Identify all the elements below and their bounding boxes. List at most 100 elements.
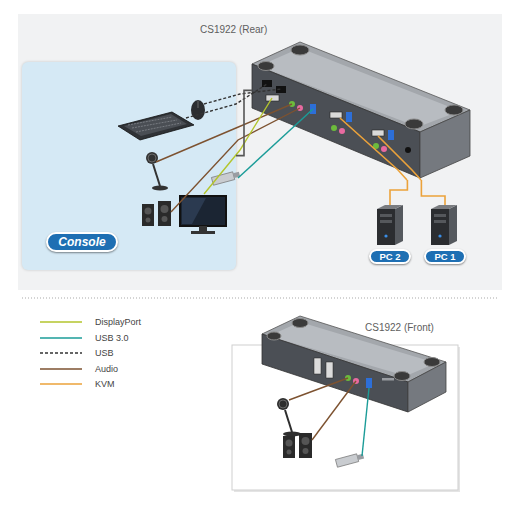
speakers-part: [142, 204, 154, 226]
microphone-part: [148, 154, 156, 162]
speakers-part: [146, 218, 151, 223]
front-ports-part: [366, 378, 372, 388]
kvm-switch: CS1922 (Rear): [252, 20, 474, 180]
legend-row: KVM: [40, 378, 200, 390]
legend-swatch: [40, 333, 86, 343]
legend-row: DisplayPort: [40, 316, 200, 328]
rear-ports-part: [381, 146, 387, 152]
kvm-switch-body-part: [258, 62, 274, 71]
speakers-part: [161, 205, 169, 213]
speakers: [142, 201, 171, 226]
pc-tower-part: [395, 205, 403, 245]
rear-ports-part: [331, 125, 337, 131]
rear-ports-part: [388, 130, 394, 140]
rear-ports-part: [346, 112, 352, 122]
rear-ports-part: [372, 130, 384, 136]
speakers-part: [158, 201, 171, 226]
keyboard-part: [124, 114, 187, 136]
legend-row: USB 3.0: [40, 332, 200, 344]
legend-line-sample: [40, 337, 82, 339]
rear-ports-part: [262, 80, 272, 87]
keyboard-part: [136, 123, 181, 132]
monitor-part: [191, 231, 215, 234]
kvm-switch-body-part: [394, 372, 410, 381]
kvm-switch-body-part: [267, 332, 281, 340]
mouse-part: [191, 100, 205, 120]
pc-tower-part: [380, 220, 392, 223]
rear-ports-part: [330, 112, 342, 118]
front-speakers-part: [302, 437, 310, 445]
keyboard: [118, 112, 194, 140]
front-speakers: [283, 433, 312, 458]
legend-text: USB 3.0: [95, 332, 129, 344]
legend-row: USB: [40, 347, 200, 359]
microphone-part: [153, 164, 160, 186]
pc-tower-node: PC 1: [422, 205, 468, 265]
usb-stick-part: [211, 172, 234, 185]
console-panel: Console: [22, 62, 236, 270]
rear-ports-part: [405, 147, 411, 153]
switch-heading: CS1922 (Rear): [200, 24, 267, 35]
legend-line-sample: [40, 368, 82, 370]
front-ports-part: [345, 375, 351, 381]
front-usb-stick-part: [335, 454, 358, 467]
kvm-switch-body-part: [252, 64, 420, 178]
separator: [22, 298, 498, 299]
pc-tower-part: [380, 214, 392, 217]
front-usb-stick-part: [357, 454, 364, 460]
rear-ports: [262, 80, 411, 153]
pc-tower: [431, 205, 457, 245]
front-microphone-part: [283, 432, 301, 437]
rear-ports-part: [339, 128, 345, 134]
kvm-switch-body-part: [405, 119, 423, 129]
legend-swatch: [40, 364, 86, 374]
microphone-part: [152, 186, 168, 191]
console-cable: [236, 90, 252, 155]
legend-line-sample: [40, 352, 82, 354]
microphone: [146, 152, 168, 191]
kvm-switch: CS1922 (Front): [262, 312, 448, 412]
kvm-switch-body: [252, 42, 470, 178]
microphone-part: [146, 152, 158, 164]
front-ports-part: [382, 378, 394, 381]
speakers-part: [145, 208, 152, 215]
kvm-switch-body-part: [291, 45, 309, 55]
switch-heading: CS1922 (Front): [365, 322, 434, 333]
legend: DisplayPortUSB 3.0USBAudioKVM: [40, 316, 200, 406]
front-microphone-part: [285, 410, 292, 432]
pc-tower-node: PC 2: [368, 205, 412, 265]
pc-tower-part: [434, 220, 446, 223]
usb3-wire: [238, 109, 313, 178]
kvm-wire: [340, 118, 407, 180]
legend-line-sample: [40, 383, 82, 385]
front-ports-part: [353, 378, 359, 384]
rear-ports-part: [266, 95, 279, 101]
front-wires: [289, 378, 369, 456]
front-speakers-part: [299, 433, 312, 458]
audio-wire: [289, 378, 348, 400]
pc-tower-part: [449, 205, 457, 245]
kvm-cable: [390, 180, 407, 205]
kvm-cable: [421, 180, 445, 205]
legend-text: USB: [95, 347, 114, 359]
audio-wire: [171, 108, 300, 212]
pc-tag: PC 1: [424, 249, 466, 264]
mouse-part: [198, 101, 199, 108]
usb-stick-part: [233, 172, 240, 178]
legend-text: DisplayPort: [95, 316, 141, 328]
legend-swatch: [40, 317, 86, 327]
pc-tower-part: [431, 205, 457, 209]
keyboard-part: [128, 117, 172, 125]
kvm-switch-body-part: [424, 358, 440, 367]
usb3-wire: [362, 388, 369, 456]
pc-tag: PC 2: [369, 249, 411, 264]
rear-ports-part: [289, 101, 295, 107]
console-tag: Console: [46, 232, 118, 252]
front-ports-part: [326, 362, 333, 378]
pc-tower: [377, 205, 403, 245]
pc-tower-part: [377, 205, 403, 209]
front-ports-part: [314, 358, 321, 374]
front-speakers-part: [286, 440, 293, 447]
